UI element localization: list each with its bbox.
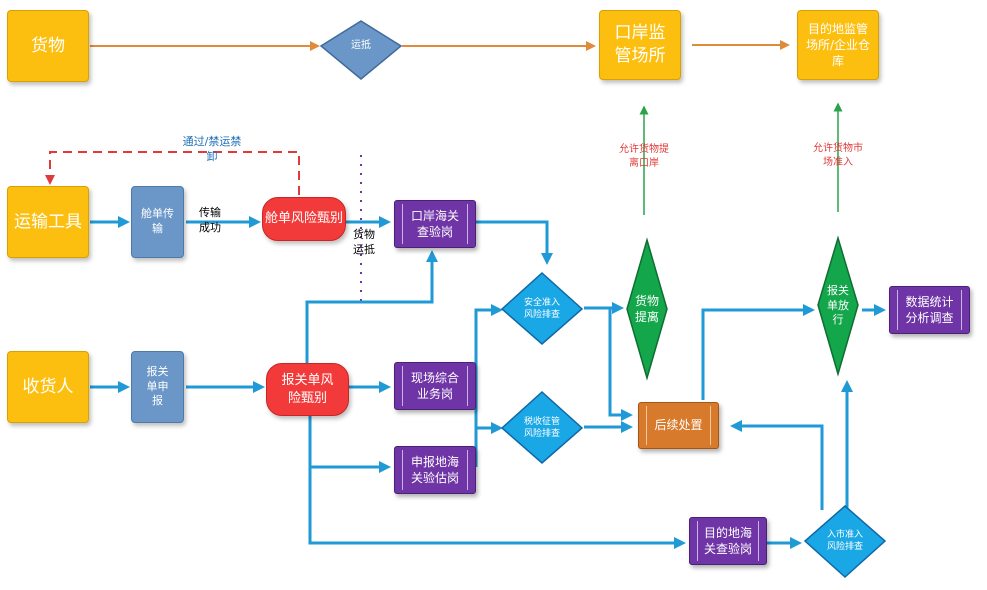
diamond-safety-risk bbox=[500, 271, 584, 345]
node-cargo: 货物 bbox=[7, 10, 89, 82]
diamond-declaration-release bbox=[817, 235, 859, 377]
node-transport: 运输工具 bbox=[7, 186, 89, 258]
label-pass-ban: 通过/禁运禁卸 bbox=[182, 135, 242, 163]
node-consignee: 收货人 bbox=[7, 351, 89, 423]
node-declaration-risk: 报关单风险甄别 bbox=[266, 363, 349, 416]
node-onsite-business: 现场综合业务岗 bbox=[394, 362, 476, 410]
node-dest-customs-inspect: 目的地海关查验岗 bbox=[689, 517, 767, 565]
label-allow-leave-port: 允许货物提离口岸 bbox=[619, 144, 669, 169]
diamond-arrival bbox=[319, 20, 403, 80]
node-dest-supervision: 目的地监管场所/企业仓库 bbox=[797, 10, 879, 80]
node-followup: 后续处置 bbox=[638, 402, 719, 449]
diamond-cargo-release bbox=[626, 237, 668, 381]
label-cargo-arrival: 货物运抵 bbox=[353, 228, 375, 256]
node-declaration-submit: 报关单申报 bbox=[131, 351, 184, 423]
node-port-customs-inspect: 口岸海关查验岗 bbox=[394, 200, 476, 248]
node-manifest-risk: 舱单风险甄别 bbox=[262, 197, 346, 241]
label-allow-market: 允许货物市场准入 bbox=[813, 143, 863, 168]
diamond-tax-risk bbox=[500, 390, 584, 464]
node-port-supervision: 口岸监管场所 bbox=[599, 10, 681, 80]
label-transmit-success: 传输成功 bbox=[199, 206, 221, 234]
diamond-market-risk bbox=[803, 505, 887, 579]
node-declare-local-customs: 申报地海关验估岗 bbox=[394, 446, 476, 494]
node-manifest-transmit: 舱单传输 bbox=[131, 186, 184, 258]
node-stats-analysis: 数据统计分析调查 bbox=[889, 286, 970, 334]
feedback-pass-ban-line bbox=[45, 151, 300, 195]
